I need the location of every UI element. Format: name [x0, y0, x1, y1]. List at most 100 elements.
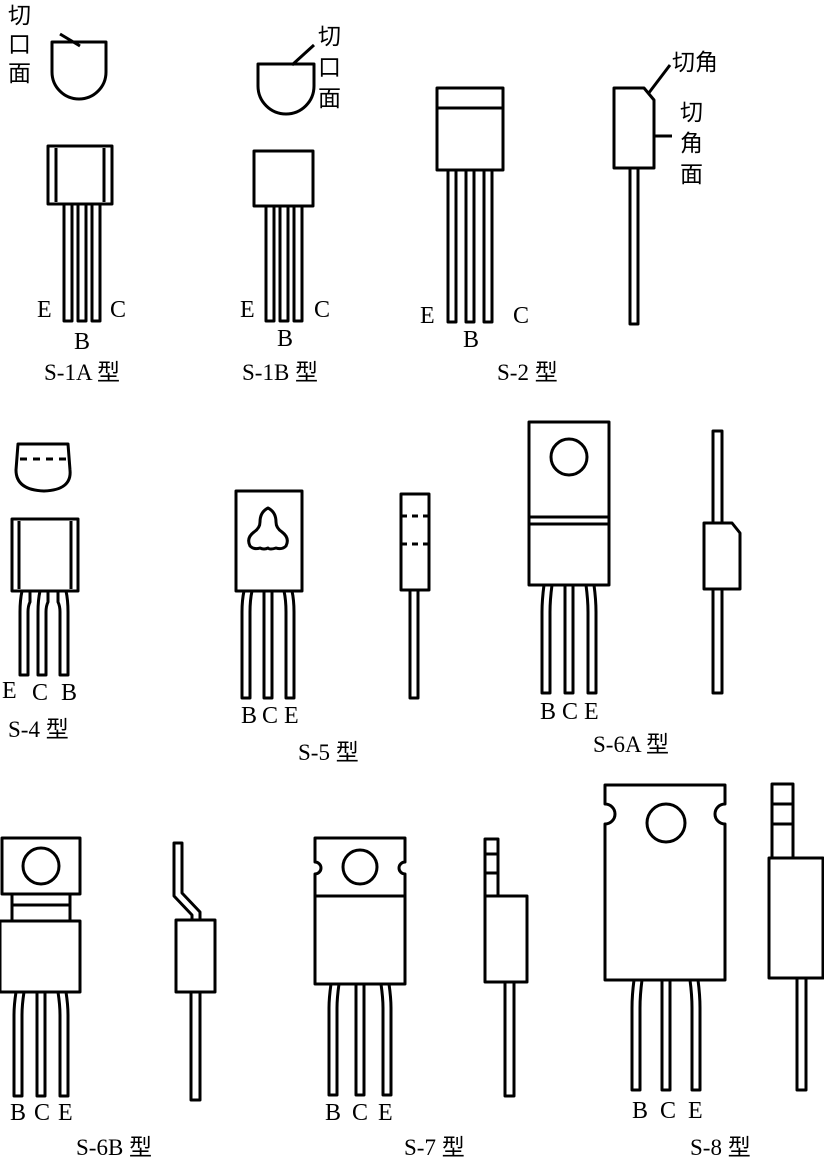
s6a-side-body [702, 521, 742, 591]
s8-lead-c [660, 978, 672, 1092]
package-s5: B C E S-5 型 [234, 489, 359, 765]
s2-pin-c: C [513, 303, 529, 329]
s6b-side-body [174, 918, 217, 994]
s5-pin-c: C [262, 703, 278, 729]
s8-body [603, 783, 727, 982]
s1a-lead-e [62, 202, 74, 323]
s2-pin-b: B [463, 327, 479, 353]
s7-pin-c: C [352, 1100, 368, 1126]
s6a-pin-c: C [562, 699, 578, 725]
s6b-pin-b: B [10, 1100, 26, 1126]
s8-side-lead [795, 976, 808, 1092]
s5-pin-e: E [284, 703, 299, 729]
s6a-lead-e [584, 583, 598, 695]
s4-body [10, 517, 80, 593]
s4-lead-c [36, 589, 50, 677]
s1b-cut-face-char1: 切 [318, 24, 341, 50]
s5-lead-b [240, 589, 254, 700]
s4-pin-c: C [32, 680, 48, 706]
s2-chamfer-leader [646, 64, 672, 95]
s2-lead-c [482, 168, 494, 324]
s1b-pin-b: B [277, 326, 293, 352]
package-s2-side-view: 切角 切 角 面 [612, 50, 718, 326]
package-s4: E C B S-4 型 [2, 442, 80, 742]
s5-caption: S-5 型 [298, 740, 359, 765]
s6a-lead-b [540, 583, 554, 695]
s2-body [435, 86, 505, 172]
s1a-top-view [50, 40, 108, 101]
s2-side-lead [628, 166, 640, 326]
s2-pin-e: E [420, 303, 435, 329]
s8-pin-c: C [660, 1098, 676, 1124]
s7-lead-b [327, 982, 341, 1097]
s1a-cut-face-char3: 面 [8, 61, 31, 87]
s7-side-lead [503, 980, 516, 1098]
package-s6a-side-view [702, 429, 742, 695]
s8-pin-b: B [632, 1098, 648, 1124]
s1a-lead-c [90, 202, 102, 323]
s8-side-body [767, 856, 824, 980]
s1a-lead-b [76, 202, 88, 323]
package-s6b: B C E S-6B 型 [0, 836, 152, 1159]
s6b-lead-e [56, 990, 70, 1098]
s1a-caption: S-1A 型 [44, 360, 120, 385]
package-s8-side-view [767, 782, 824, 1092]
s1b-caption: S-1B 型 [242, 360, 318, 385]
s6b-side-tab [172, 841, 202, 922]
s7-side-tab [483, 837, 500, 898]
s1a-cut-face-leader [59, 32, 81, 48]
s4-pin-b: B [61, 680, 77, 706]
s1a-body [46, 144, 114, 206]
s8-side-tab [770, 782, 795, 860]
s4-lead-b [56, 589, 70, 677]
s1a-pin-b: B [74, 329, 90, 355]
s1b-lead-c [292, 204, 304, 323]
s6b-neck [10, 892, 72, 923]
s5-side-body [399, 492, 431, 592]
s6b-caption: S-6B 型 [76, 1135, 152, 1159]
package-s5-side-view [399, 492, 431, 700]
s5-lead-e [282, 589, 296, 700]
s8-lead-b [630, 978, 644, 1092]
s6b-pin-e: E [58, 1100, 73, 1126]
s6b-lead-b [12, 990, 26, 1098]
s1b-cut-face-char3: 面 [318, 86, 341, 112]
s2-chamfer-label: 切角 [672, 50, 718, 76]
s1b-pin-e: E [240, 297, 255, 323]
s6b-side-lead [189, 990, 202, 1102]
s1b-cut-face-char2: 口 [318, 55, 341, 81]
s8-lead-e [688, 978, 702, 1092]
s1b-lead-b [278, 204, 290, 323]
s2-caption: S-2 型 [497, 360, 558, 385]
s4-caption: S-4 型 [8, 717, 69, 742]
s6a-side-lead [711, 587, 724, 695]
s1b-top-view [256, 62, 316, 116]
s6b-lead-c [35, 990, 47, 1098]
package-s8: B C E S-8 型 [603, 783, 751, 1159]
s6a-pin-e: E [584, 699, 599, 725]
s6b-pin-c: C [34, 1100, 50, 1126]
package-s2: E C B S-2 型 [420, 86, 558, 385]
s4-pin-e: E [2, 678, 17, 704]
package-s1a: 切 口 面 E C B S-1A 型 [8, 3, 126, 385]
s8-caption: S-8 型 [690, 1135, 751, 1159]
s1a-pin-e: E [37, 297, 52, 323]
s6a-pin-b: B [540, 699, 556, 725]
s8-pin-e: E [688, 1098, 703, 1124]
s6a-mounting-hole [549, 437, 589, 477]
s6a-side-tab [711, 429, 724, 525]
s5-side-lead [408, 588, 420, 700]
s2-lead-b [464, 168, 476, 324]
s5-lead-c [262, 589, 274, 700]
s4-lead-e [18, 589, 32, 677]
s6b-mounting-hole [21, 846, 61, 886]
s5-pin-b: B [241, 703, 257, 729]
package-s6a: B C E S-6A 型 [527, 420, 669, 757]
s1b-lead-e [264, 204, 276, 323]
package-s1b: 切 口 面 E C B S-1B 型 [240, 24, 341, 385]
s1a-cut-face-char1: 切 [8, 3, 31, 29]
s1b-pin-c: C [314, 297, 330, 323]
s2-side-body [612, 86, 656, 170]
s6a-lead-c [563, 583, 575, 695]
